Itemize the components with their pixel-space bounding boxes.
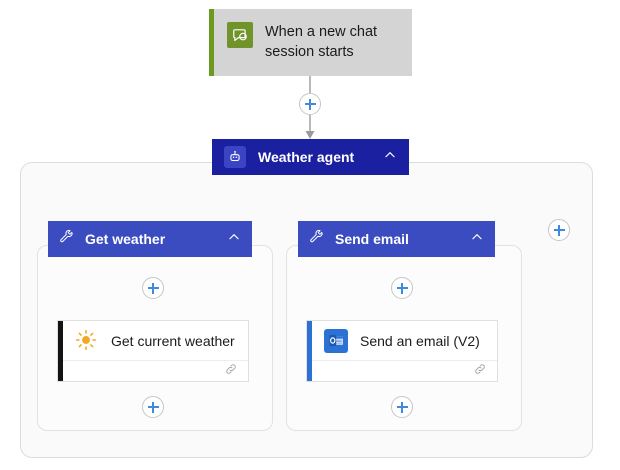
action-title: Get current weather [111,332,235,349]
trigger-body: When a new chat session starts [214,9,405,62]
card-main: Send an email (V2) [312,321,497,361]
sun-icon [75,329,99,353]
chevron-up-icon[interactable] [383,148,397,167]
tool-node-send-email[interactable]: Send email [298,221,495,257]
outlook-icon [324,328,348,353]
tool-label-get-weather: Get weather [85,231,166,247]
link-icon[interactable] [224,362,238,381]
add-tool-to-agent-button[interactable] [548,219,570,241]
link-icon[interactable] [473,362,487,381]
agent-label: Weather agent [258,149,355,165]
add-step-after-trigger-button[interactable] [299,93,321,115]
chevron-up-icon[interactable] [227,230,241,249]
trigger-node[interactable]: When a new chat session starts [209,9,412,76]
trigger-accent-bar [209,9,214,76]
action-card-get-current-weather[interactable]: Get current weather [57,320,249,382]
card-inner: Send an email (V2) [312,321,497,381]
tool-node-get-weather[interactable]: Get weather [48,221,252,257]
add-step-in-send-email-button[interactable] [391,277,413,299]
action-title: Send an email (V2) [360,332,480,349]
card-inner: Get current weather [63,321,248,381]
card-footer [63,361,248,381]
wrench-icon [59,229,74,249]
trigger-title: When a new chat session starts [265,24,378,60]
tool-label-send-email: Send email [335,231,409,247]
card-main: Get current weather [63,321,248,361]
agent-node[interactable]: Weather agent [212,139,409,175]
chevron-up-icon[interactable] [470,230,484,249]
card-accent-bar [58,321,63,381]
wrench-icon [309,229,324,249]
action-card-send-an-email[interactable]: Send an email (V2) [306,320,498,382]
chat-bubble-icon [227,22,253,48]
add-step-in-get-weather-button[interactable] [142,277,164,299]
arrowhead-to-agent [305,131,315,139]
robot-icon [224,146,246,168]
card-accent-bar [307,321,312,381]
add-step-end-send-email-button[interactable] [391,396,413,418]
card-footer [312,361,497,381]
add-step-end-get-weather-button[interactable] [142,396,164,418]
